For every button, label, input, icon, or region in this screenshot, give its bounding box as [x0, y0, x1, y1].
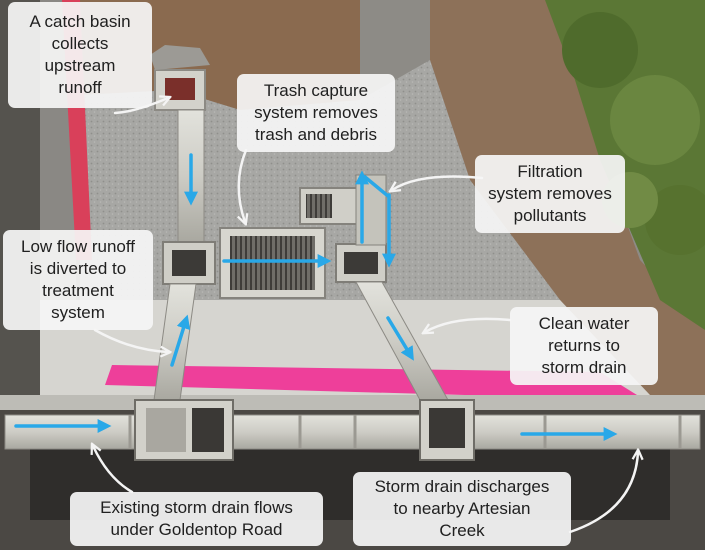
existing-drain-label: Existing storm drain flows under Goldent… — [100, 498, 293, 539]
discharge-label: Storm drain discharges to nearby Artesia… — [374, 477, 550, 540]
callout-clean-water: Clean water returns to storm drain — [510, 307, 658, 385]
callout-filtration: Filtration system removes pollutants — [475, 155, 625, 233]
pointer-arrow-filtration — [392, 175, 484, 191]
trash-capture-label: Trash capture system removes trash and d… — [254, 81, 378, 144]
filtration-label: Filtration system removes pollutants — [488, 162, 612, 225]
pointer-arrow-low-flow — [93, 328, 168, 352]
pointer-arrow-existing-drain — [93, 446, 134, 494]
callout-existing-drain: Existing storm drain flows under Goldent… — [70, 492, 323, 546]
pointer-arrow-clean-water — [425, 317, 512, 332]
pointer-arrow-trash-capture — [239, 148, 246, 222]
pointer-arrows — [93, 98, 638, 534]
flow-arrows — [14, 153, 618, 441]
callout-catch-basin: A catch basin collects upstream runoff — [8, 2, 152, 108]
flow-arrow-return-down — [386, 316, 414, 361]
catch-basin-label: A catch basin collects upstream runoff — [29, 12, 131, 97]
pointer-arrow-catch-basin — [113, 98, 168, 115]
callout-low-flow: Low flow runoff is diverted to treatment… — [3, 230, 153, 330]
clean-water-label: Clean water returns to storm drain — [538, 314, 630, 377]
pointer-arrow-discharge — [568, 452, 638, 534]
flow-arrow-filtration-diagonal — [363, 175, 390, 198]
flow-arrow-diversion-up — [170, 314, 191, 367]
low-flow-label: Low flow runoff is diverted to treatment… — [20, 237, 136, 322]
callout-trash-capture: Trash capture system removes trash and d… — [237, 74, 395, 152]
callout-discharge: Storm drain discharges to nearby Artesia… — [353, 472, 571, 546]
